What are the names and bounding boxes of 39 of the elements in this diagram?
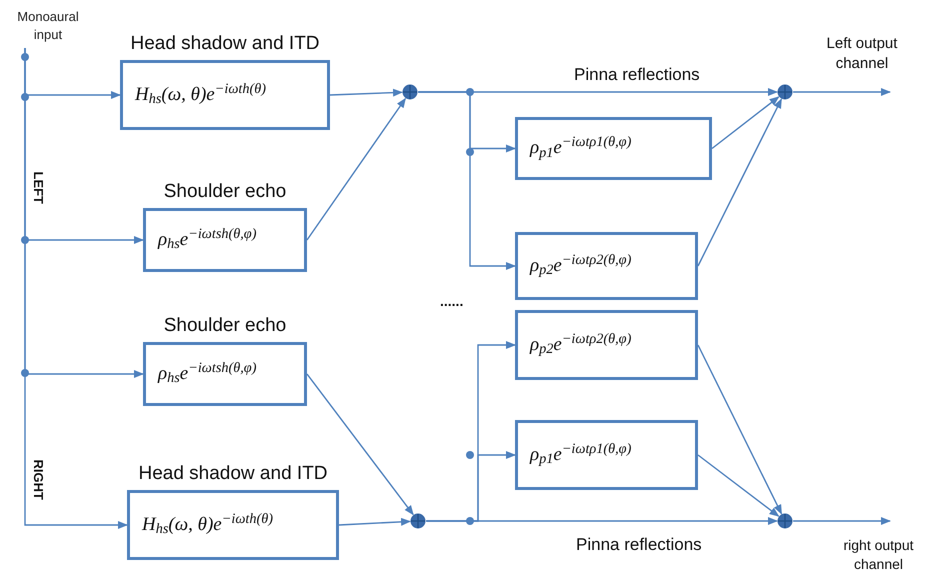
output-label: Left output channel bbox=[826, 34, 898, 74]
channel-label: RIGHT bbox=[30, 460, 47, 500]
output-label: right output channel bbox=[842, 536, 915, 572]
connector-arrow bbox=[418, 91, 516, 270]
connector-arrow bbox=[426, 451, 516, 522]
channel-label: LEFT bbox=[30, 172, 47, 204]
connector-arrow bbox=[712, 96, 780, 150]
ellipsis-label: ...... bbox=[440, 296, 464, 306]
formula: ρ$_{hs}$e$^{−iωtsh(θ,φ)}$ bbox=[158, 226, 256, 254]
input-label: Monoaural input bbox=[8, 8, 88, 48]
connector-arrow bbox=[330, 88, 403, 97]
summing-junction bbox=[410, 513, 426, 529]
formula: ρ$_{p1}$e$^{−iωtρ1(θ,φ)}$ bbox=[530, 440, 632, 470]
formula: ρ$_{hs}$e$^{−iωtsh(θ,φ)}$ bbox=[158, 360, 256, 388]
formula: H$_{hs}$(ω, θ)e$^{−iωth(θ)}$ bbox=[135, 80, 266, 110]
connector-arrow bbox=[306, 374, 414, 516]
connector-arrow bbox=[697, 98, 782, 266]
connector-arrow bbox=[338, 518, 411, 526]
transfer-function-box bbox=[515, 232, 698, 300]
formula: ρ$_{p2}$e$^{−iωtρ2(θ,φ)}$ bbox=[530, 252, 632, 280]
formula: ρ$_{p2}$e$^{−iωtρ2(θ,φ)}$ bbox=[530, 330, 632, 360]
formula: H$_{hs}$(ω, θ)e$^{−iωth(θ)}$ bbox=[142, 510, 273, 540]
connector-arrow bbox=[306, 98, 406, 240]
transfer-function-box bbox=[515, 310, 698, 380]
summing-junction bbox=[402, 84, 418, 100]
block-heading: Head shadow and ITD bbox=[129, 32, 321, 56]
summing-junction bbox=[777, 84, 793, 100]
connector-arrow bbox=[24, 48, 128, 529]
transfer-function-box bbox=[515, 117, 712, 180]
block-heading: Shoulder echo bbox=[162, 180, 288, 204]
connector-arrow bbox=[793, 88, 891, 96]
summing-junction bbox=[777, 513, 793, 529]
formula: ρ$_{p1}$e$^{−iωtρ1(θ,φ)}$ bbox=[530, 134, 632, 163]
connector-arrow bbox=[697, 344, 782, 515]
connector-arrow bbox=[793, 517, 891, 525]
transfer-function-box bbox=[515, 420, 698, 490]
block-heading: Head shadow and ITD bbox=[137, 462, 329, 486]
block-heading: Shoulder echo bbox=[162, 314, 288, 338]
connector-arrow bbox=[698, 454, 780, 517]
